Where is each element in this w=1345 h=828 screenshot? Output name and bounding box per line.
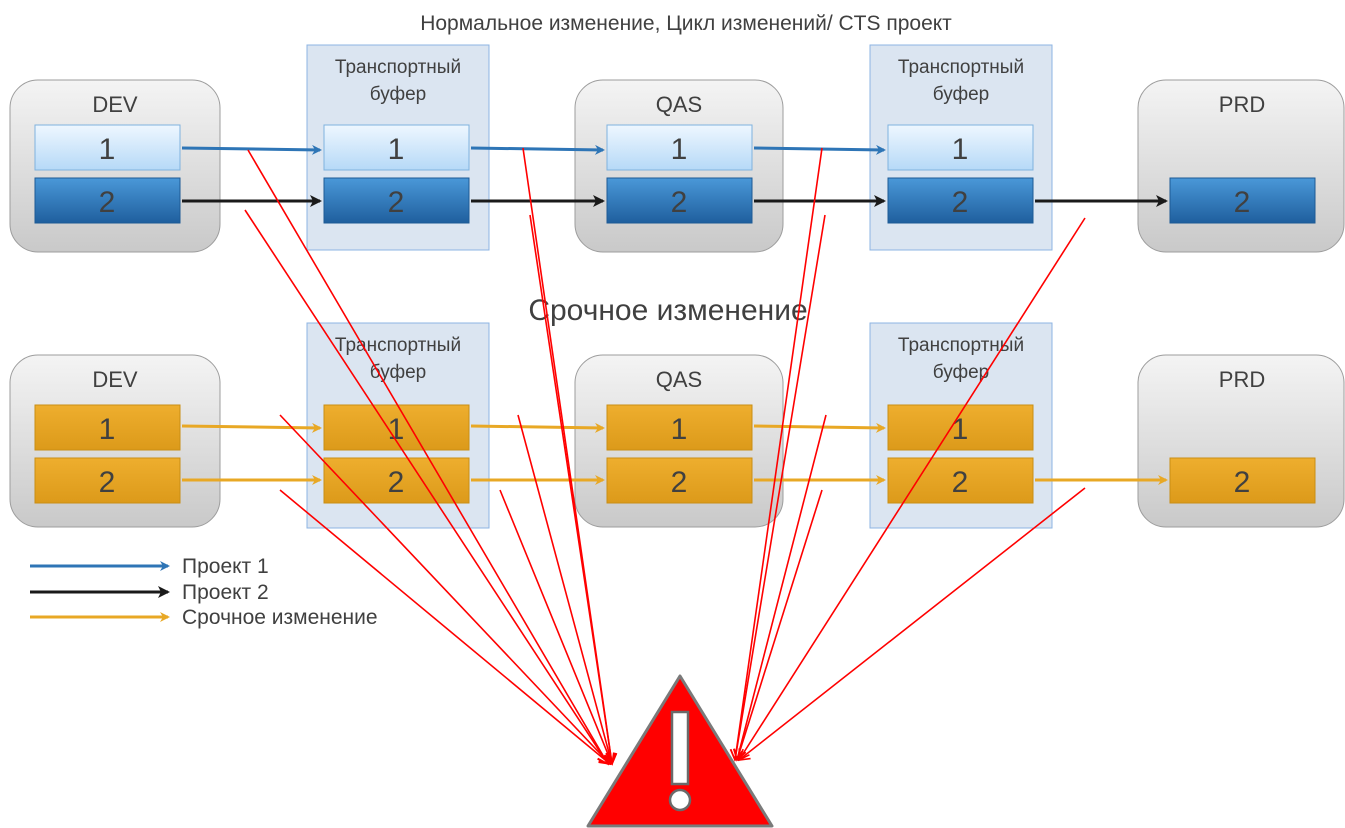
normal-section-title: Нормальное изменение, Цикл изменений/ CT… — [420, 12, 952, 35]
transport-box-p1: 1 — [606, 124, 753, 171]
urgent-flow — [181, 422, 1168, 485]
buffer-label-line2: буфер — [370, 362, 427, 383]
warning-triangle-icon — [586, 674, 774, 828]
transport-number: 1 — [952, 413, 969, 446]
transport-box-p1: 1 — [323, 124, 470, 171]
transport-box-p2: 2 — [1169, 177, 1316, 224]
legend-item-project1: Проект 1 — [30, 555, 269, 578]
transport-box-urgent: 2 — [887, 457, 1034, 504]
urgent-section-title: Срочное изменение — [528, 294, 807, 327]
transport-box-p2: 2 — [34, 177, 181, 224]
warning-arrow — [247, 149, 609, 766]
transport-number: 2 — [952, 466, 969, 499]
legend: Проект 1 Проект 2 Срочное изменение — [30, 555, 378, 629]
transport-box-urgent: 2 — [323, 457, 470, 504]
legend-label: Проект 2 — [182, 581, 269, 604]
system-label: PRD — [1219, 92, 1265, 117]
transport-box-p2: 2 — [887, 177, 1034, 224]
transport-box-urgent: 2 — [1169, 457, 1316, 504]
transport-number: 1 — [99, 413, 116, 446]
transport-number: 2 — [952, 186, 969, 219]
buffer-label-line2: буфер — [933, 84, 990, 105]
system-label: DEV — [92, 367, 138, 392]
transport-box-p2: 2 — [323, 177, 470, 224]
transport-box-urgent: 2 — [34, 457, 181, 504]
transport-box-urgent: 2 — [606, 457, 753, 504]
buffer-label-line1: Транспортный — [898, 57, 1024, 78]
warning-arrow — [529, 214, 618, 766]
warning-arrow — [729, 147, 823, 762]
transport-number: 1 — [388, 413, 405, 446]
legend-label: Срочное изменение — [182, 606, 378, 629]
transport-number: 2 — [99, 186, 116, 219]
transport-box-p1: 1 — [34, 124, 181, 171]
system-label: QAS — [656, 92, 702, 117]
transport-box-urgent: 1 — [606, 404, 753, 451]
transport-number: 2 — [671, 186, 688, 219]
transport-number: 2 — [1234, 466, 1251, 499]
transport-number: 2 — [388, 186, 405, 219]
transport-number: 2 — [671, 466, 688, 499]
transport-box-p2: 2 — [606, 177, 753, 224]
transport-number: 1 — [671, 133, 688, 166]
legend-item-project2: Проект 2 — [30, 581, 269, 604]
legend-item-urgent: Срочное изменение — [30, 606, 378, 629]
buffer-label-line1: Транспортный — [898, 335, 1024, 356]
warning-arrow — [729, 214, 826, 762]
warning-arrows — [244, 147, 1086, 766]
warning-arrow — [737, 487, 1086, 761]
warning-arrow — [279, 489, 612, 765]
legend-label: Проект 1 — [182, 555, 269, 578]
transport-number: 1 — [671, 413, 688, 446]
buffer-label-line2: буфер — [933, 362, 990, 383]
transport-box-urgent: 1 — [323, 404, 470, 451]
warning-arrow — [279, 414, 612, 766]
transport-number: 1 — [99, 133, 116, 166]
transport-number: 2 — [99, 466, 116, 499]
warning-arrow — [733, 489, 823, 762]
warning-arrow — [738, 217, 1086, 762]
transport-box-p1: 1 — [887, 124, 1034, 171]
warning-arrow — [244, 209, 609, 766]
warning-arrow — [732, 414, 827, 762]
system-label: PRD — [1219, 367, 1265, 392]
system-label: DEV — [92, 92, 138, 117]
system-label: QAS — [656, 367, 702, 392]
transport-box-urgent: 1 — [34, 404, 181, 451]
transport-number: 2 — [388, 466, 405, 499]
buffer-label-line2: буфер — [370, 84, 427, 105]
transport-number: 2 — [1234, 186, 1251, 219]
warning-arrow — [499, 489, 615, 766]
transport-number: 1 — [952, 133, 969, 166]
buffer-label-line1: Транспортный — [335, 57, 461, 78]
project1-flow — [181, 144, 886, 155]
warning-arrow — [517, 414, 616, 766]
system-prd-top: PRD — [1137, 79, 1345, 253]
transport-number: 1 — [388, 133, 405, 166]
buffer-label-line1: Транспортный — [335, 335, 461, 356]
